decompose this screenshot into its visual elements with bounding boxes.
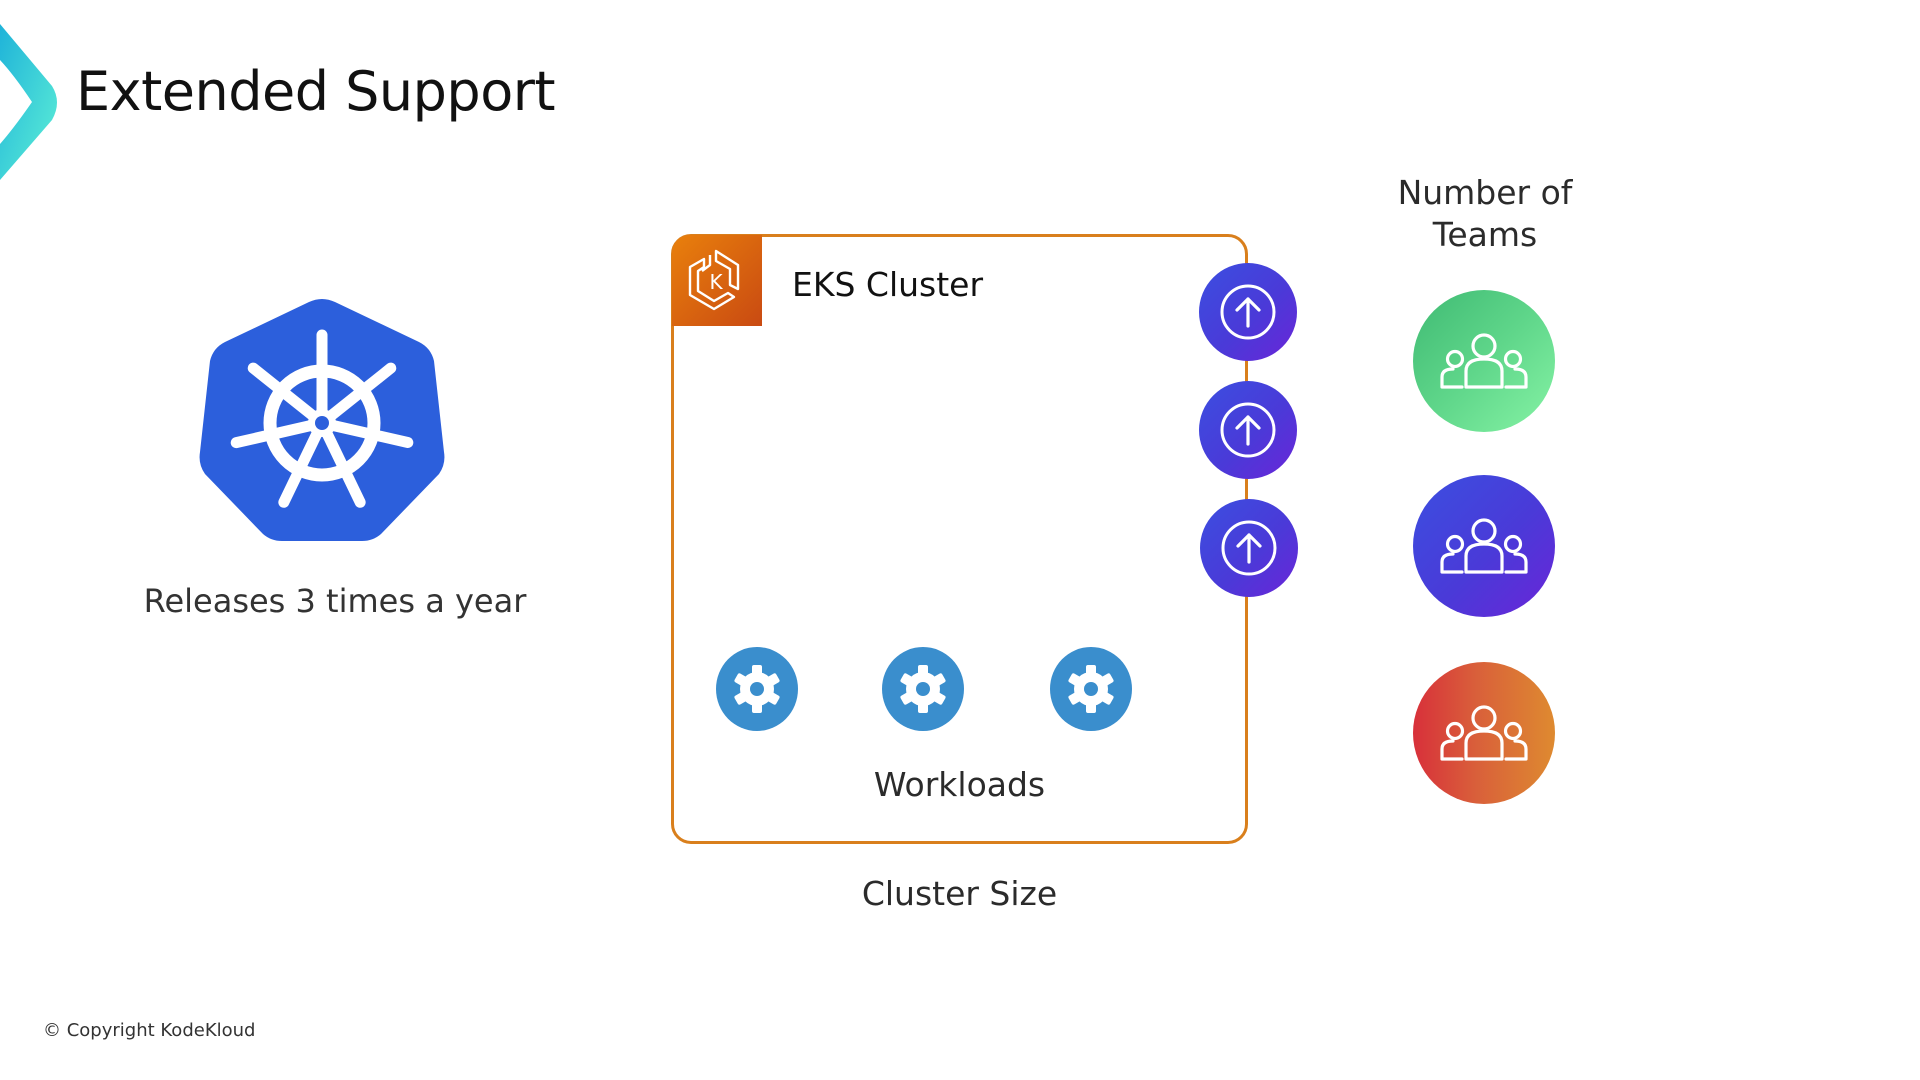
slide-title: Extended Support xyxy=(76,60,556,123)
svg-text:K: K xyxy=(709,270,723,294)
kubernetes-logo-icon xyxy=(199,299,445,541)
cluster-size-label: Cluster Size xyxy=(861,874,1058,913)
copyright-notice: © Copyright KodeKloud xyxy=(43,1020,256,1041)
amazon-eks-icon: K xyxy=(672,235,762,326)
kodekloud-chevron-logo xyxy=(0,24,57,180)
scale-up-indicator xyxy=(1199,381,1297,479)
scale-up-indicator xyxy=(1200,499,1298,597)
team xyxy=(1413,662,1555,804)
eks-cluster-title: EKS Cluster xyxy=(792,265,984,304)
arrow-up-circle-icon xyxy=(1221,520,1277,576)
workloads-label: Workloads xyxy=(873,765,1046,804)
arrow-up-circle-icon xyxy=(1220,284,1276,340)
gear-icon xyxy=(900,665,946,713)
gear-icon xyxy=(1068,665,1114,713)
kubernetes-release-caption: Releases 3 times a year xyxy=(143,582,527,620)
workload xyxy=(716,647,798,731)
users-group-icon xyxy=(1440,518,1528,574)
users-group-icon xyxy=(1440,333,1528,389)
number-of-teams-heading: Number of Teams xyxy=(1397,173,1573,254)
users-group-icon xyxy=(1440,705,1528,761)
workload xyxy=(882,647,964,731)
arrow-up-circle-icon xyxy=(1220,402,1276,458)
gear-icon xyxy=(734,665,780,713)
team xyxy=(1413,475,1555,617)
team xyxy=(1413,290,1555,432)
workload xyxy=(1050,647,1132,731)
scale-up-indicator xyxy=(1199,263,1297,361)
